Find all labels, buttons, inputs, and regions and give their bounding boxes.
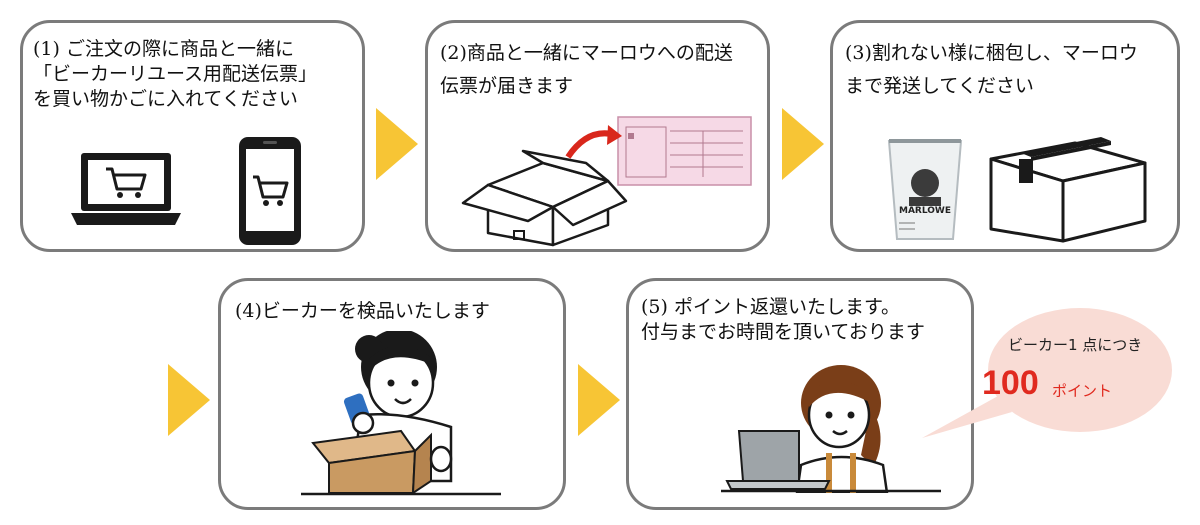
beaker-cup-icon: MARLOWE — [887, 139, 963, 240]
step-1-text: (1) ご注文の際に商品と一緒に 「ビーカーリユース用配送伝票」 を買い物かごに… — [33, 37, 317, 112]
step-5-text: (5) ポイント返還いたします。 付与までお時間を頂いております — [641, 295, 925, 345]
sealed-box-icon — [989, 137, 1147, 243]
step-5-line-1: (5) ポイント返還いたします。 — [641, 296, 901, 318]
step-2-line-1: (2)商品と一緒にマーロウへの配送 — [440, 42, 733, 64]
step-1-line-1: (1) ご注文の際に商品と一緒に — [33, 38, 294, 60]
step-3-line-2: まで発送してください — [845, 75, 1034, 97]
speech-bubble-icon — [922, 308, 1172, 438]
arrow-1 — [376, 108, 418, 180]
reward-amount: 100 — [982, 364, 1039, 402]
step-5-panel: (5) ポイント返還いたします。 付与までお時間を頂いております — [626, 278, 974, 510]
step-4-text: (4)ビーカーを検品いたします — [235, 299, 490, 324]
step-3-panel: (3)割れない様に梱包し、マーロウ まで発送してください MARLOWE — [830, 20, 1180, 252]
arrow-3 — [168, 364, 210, 436]
box-slip-icon — [461, 116, 752, 247]
reward-unit: ポイント — [1052, 382, 1113, 400]
woman-laptop-icon — [721, 365, 941, 493]
smartphone-cart-icon — [239, 137, 301, 245]
step-3-line-1: (3)割れない様に梱包し、マーロウ — [845, 42, 1138, 64]
step-1-line-3: を買い物かごに入れてください — [33, 88, 298, 110]
step-1-line-2: 「ビーカーリユース用配送伝票」 — [33, 63, 318, 85]
cup-logo-text: MARLOWE — [899, 206, 951, 216]
step-5-line-2: 付与までお時間を頂いております — [641, 321, 925, 343]
reward-label: ビーカー1 点につき — [1008, 336, 1143, 354]
step-3-text: (3)割れない様に梱包し、マーロウ まで発送してください — [845, 41, 1138, 99]
step-2-panel: (2)商品と一緒にマーロウへの配送 伝票が届きます — [425, 20, 770, 252]
step-2-line-2: 伝票が届きます — [440, 75, 574, 97]
arrow-4 — [578, 364, 620, 436]
laptop-cart-icon — [71, 153, 181, 225]
arrow-2 — [782, 108, 824, 180]
step-1-panel: (1) ご注文の際に商品と一緒に 「ビーカーリユース用配送伝票」 を買い物かごに… — [20, 20, 365, 252]
step-4-line-1: (4)ビーカーを検品いたします — [235, 300, 490, 322]
step-4-panel: (4)ビーカーを検品いたします — [218, 278, 566, 510]
step-2-text: (2)商品と一緒にマーロウへの配送 伝票が届きます — [440, 41, 733, 99]
inspecting-woman-icon — [301, 331, 501, 496]
